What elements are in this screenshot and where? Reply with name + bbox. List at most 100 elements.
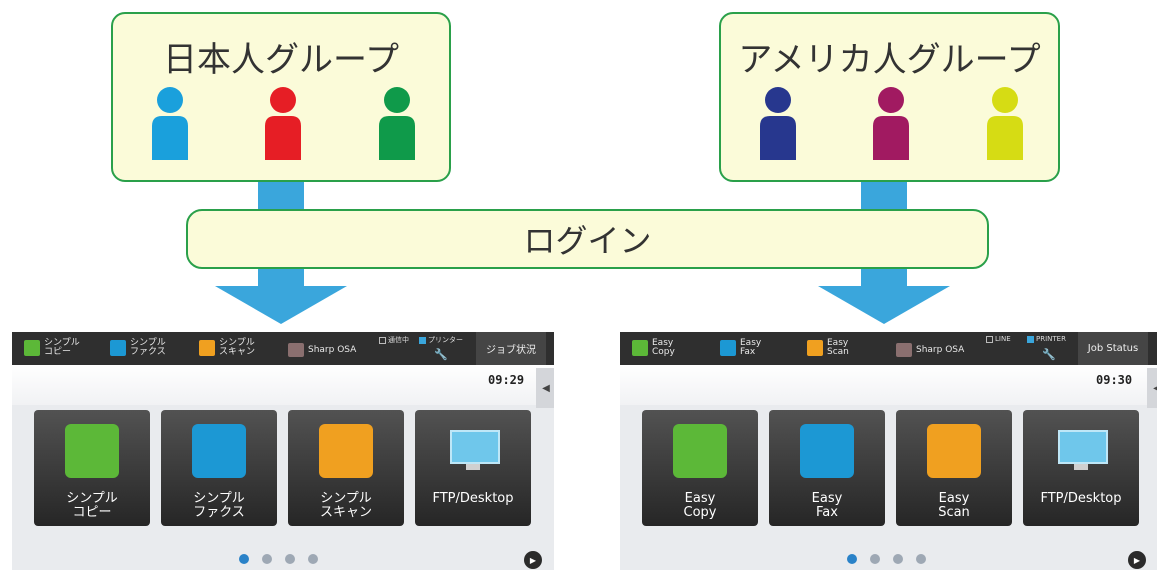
page-dot-2[interactable] — [870, 554, 880, 564]
clock-bar — [620, 365, 1157, 405]
scan-icon — [807, 340, 823, 356]
tile-fax[interactable]: Easy Fax — [769, 410, 885, 526]
copy-icon — [632, 340, 648, 356]
fax-icon — [800, 424, 854, 478]
wrench-icon[interactable]: 🔧 — [434, 348, 448, 361]
next-page-button[interactable]: ▶ — [524, 551, 542, 569]
wrench-icon[interactable]: 🔧 — [1042, 348, 1056, 361]
side-panel-toggle[interactable]: ◀ — [1147, 368, 1157, 408]
topbar-scan[interactable]: Easy Scan — [807, 339, 849, 357]
fax-icon — [192, 424, 246, 478]
american-home-screen: Easy Copy Easy Fax Easy Scan Sharp OSA L… — [620, 332, 1157, 570]
american-group-title: アメリカ人グループ — [738, 40, 1041, 80]
connector-left-upper — [258, 182, 304, 210]
status-comm-label: LINE — [995, 335, 1011, 343]
status-printer-indicator — [419, 336, 426, 344]
topbar: シンプル コピー シンプル ファクス シンプル スキャン Sharp OSA 通… — [12, 332, 554, 365]
tile-ftp-desktop[interactable]: FTP/Desktop — [415, 410, 531, 526]
copy-icon — [24, 340, 40, 356]
clock: 09:29 — [488, 373, 525, 387]
status-printer-indicator — [1027, 335, 1034, 343]
arrow-down-right — [818, 286, 950, 324]
login-box: ログイン — [186, 209, 989, 269]
tile-copy[interactable]: Easy Copy — [642, 410, 758, 526]
scan-icon — [927, 424, 981, 478]
tile-ftp-desktop-label: FTP/Desktop — [432, 491, 514, 506]
tile-scan[interactable]: Easy Scan — [896, 410, 1012, 526]
tile-scan-label: シンプル スキャン — [319, 491, 372, 520]
next-page-button[interactable]: ▶ — [1128, 551, 1146, 569]
page-dot-1[interactable] — [239, 554, 249, 564]
topbar-fax[interactable]: Easy Fax — [720, 339, 761, 357]
topbar: Easy Copy Easy Fax Easy Scan Sharp OSA L… — [620, 332, 1157, 365]
person-icon-blue — [152, 87, 188, 160]
topbar-osa-label: Sharp OSA — [916, 344, 965, 355]
page-dot-2[interactable] — [262, 554, 272, 564]
connector-right-upper — [861, 182, 907, 210]
japanese-group-title: 日本人グループ — [163, 40, 399, 80]
status-printer: PRINTER — [1027, 335, 1066, 343]
topbar-scan-label: シンプル スキャン — [219, 338, 256, 357]
tile-ftp-desktop-label: FTP/Desktop — [1040, 491, 1122, 506]
person-icon-navy — [760, 87, 796, 160]
topbar-osa[interactable]: Sharp OSA — [288, 343, 356, 357]
page-dot-4[interactable] — [916, 554, 926, 564]
topbar-copy-label: Easy Copy — [652, 338, 675, 357]
arrow-down-left — [215, 286, 347, 324]
tile-fax-label: シンプル ファクス — [193, 491, 245, 520]
job-status-button[interactable]: Job Status — [1078, 332, 1148, 365]
clock-bar — [12, 365, 554, 405]
clock: 09:30 — [1096, 373, 1133, 387]
copy-icon — [65, 424, 119, 478]
connector-right-lower — [861, 269, 907, 287]
monitor-icon — [1054, 424, 1108, 478]
scan-icon — [199, 340, 215, 356]
topbar-osa[interactable]: Sharp OSA — [896, 343, 964, 357]
japanese-group-box: 日本人グループ — [111, 12, 451, 182]
sharp-osa-icon — [896, 343, 912, 357]
topbar-osa-label: Sharp OSA — [308, 344, 357, 355]
job-status-button[interactable]: ジョブ状況 — [476, 332, 546, 365]
topbar-fax[interactable]: シンプル ファクス — [110, 339, 166, 357]
tile-ftp-desktop[interactable]: FTP/Desktop — [1023, 410, 1139, 526]
person-icon-yellow — [987, 87, 1023, 160]
status-comm: LINE — [986, 335, 1011, 343]
monitor-icon — [446, 424, 500, 478]
topbar-fax-label: Easy Fax — [740, 338, 762, 357]
status-comm-indicator — [379, 336, 386, 344]
page-dot-4[interactable] — [308, 554, 318, 564]
american-group-box: アメリカ人グループ — [719, 12, 1060, 182]
connector-left-lower — [258, 269, 304, 287]
person-icon-red — [265, 87, 301, 160]
person-icon-green — [379, 87, 415, 160]
topbar-fax-label: シンプル ファクス — [130, 338, 166, 357]
status-comm-label: 通信中 — [388, 336, 409, 344]
japanese-home-screen: シンプル コピー シンプル ファクス シンプル スキャン Sharp OSA 通… — [12, 332, 554, 570]
tile-fax[interactable]: シンプル ファクス — [161, 410, 277, 526]
tile-copy-label: Easy Copy — [683, 491, 717, 520]
page-dot-1[interactable] — [847, 554, 857, 564]
side-panel-toggle[interactable]: ◀ — [536, 368, 554, 408]
person-icon-magenta — [873, 87, 909, 160]
sharp-osa-icon — [288, 343, 304, 357]
status-comm-indicator — [986, 335, 993, 343]
tile-scan[interactable]: シンプル スキャン — [288, 410, 404, 526]
topbar-scan[interactable]: シンプル スキャン — [199, 339, 255, 357]
status-printer-label: プリンター — [428, 336, 463, 344]
fax-icon — [720, 340, 736, 356]
topbar-copy-label: シンプル コピー — [44, 338, 80, 357]
topbar-copy[interactable]: Easy Copy — [632, 339, 675, 357]
tile-fax-label: Easy Fax — [811, 491, 843, 520]
login-label: ログイン — [523, 222, 652, 260]
tile-copy-label: シンプル コピー — [66, 491, 118, 520]
fax-icon — [110, 340, 126, 356]
page-dot-3[interactable] — [893, 554, 903, 564]
page-dot-3[interactable] — [285, 554, 295, 564]
tile-copy[interactable]: シンプル コピー — [34, 410, 150, 526]
copy-icon — [673, 424, 727, 478]
status-printer: プリンター — [419, 335, 463, 345]
tile-scan-label: Easy Scan — [938, 491, 970, 520]
scan-icon — [319, 424, 373, 478]
topbar-copy[interactable]: シンプル コピー — [24, 339, 80, 357]
topbar-scan-label: Easy Scan — [827, 338, 849, 357]
